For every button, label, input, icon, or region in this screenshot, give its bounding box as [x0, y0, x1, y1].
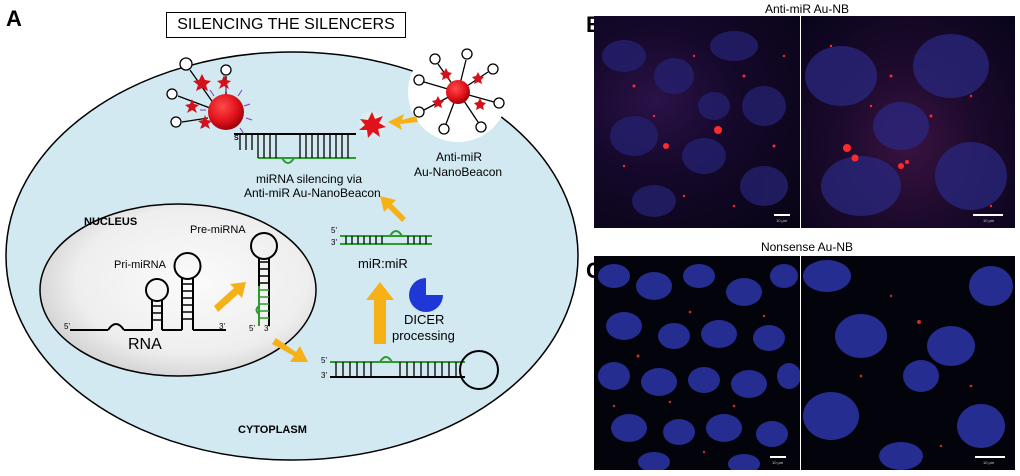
panel-b-title: Anti-miR Au-NB [764, 2, 850, 16]
duplex-five-prime: 5' [321, 356, 327, 365]
rna-strand [70, 252, 226, 331]
rna-three-prime: 3' [219, 322, 225, 331]
nucleus-label: NUCLEUS [84, 216, 138, 228]
dicer-label-line2: processing [392, 328, 455, 343]
scalebar-c-left-text: 10 µm [772, 460, 784, 465]
micrograph-b-right-cells [805, 34, 1007, 216]
dicer-icon [409, 278, 443, 312]
pre-mirna-hairpin [250, 232, 278, 326]
panel-a-title: SILENCING THE SILENCERS [177, 16, 395, 33]
mir-mir-duplex [340, 230, 432, 245]
rna-five-prime: 5' [64, 322, 70, 331]
pre-mirna-duplex [330, 350, 499, 390]
micrograph-c-right-cells [803, 260, 1013, 470]
process-arrows [214, 114, 418, 362]
silencing-duplex [234, 133, 356, 164]
micrograph-b-left-cells [602, 31, 788, 217]
scalebar-b-left-text: 10 µm [776, 218, 788, 223]
silencing-label-line1: miRNA silencing via [256, 172, 363, 186]
pri-mirna-label: Pri-miRNA [114, 259, 166, 271]
pre-mirna-five-prime: 5' [249, 324, 255, 333]
cytoplasm-label: CYTOPLASM [238, 424, 307, 436]
scalebar-b-right [973, 214, 1003, 216]
nanobeacon-label-line2: Au-NanoBeacon [414, 165, 503, 179]
scalebar-c-right-text: 10 µm [983, 460, 995, 465]
dicer-label-line1: DICER [404, 312, 445, 327]
duplex-three-prime: 3' [321, 371, 327, 380]
mirmir-five-prime: 5' [331, 226, 337, 235]
nanobeacon-free [413, 48, 505, 135]
nanobeacon-attached: S [166, 57, 253, 142]
micrograph-c-left-cells [598, 264, 800, 470]
scalebar-b-left [774, 214, 790, 216]
scalebar-c-left [770, 456, 786, 458]
scalebar-b-right-text: 10 µm [983, 218, 995, 223]
pre-mirna-three-prime: 3' [264, 324, 270, 333]
micrograph-c-right: 10 µm [801, 256, 1015, 470]
mirmir-label: miR:miR [358, 256, 408, 271]
micrograph-b-left: 10 µm [594, 16, 800, 228]
nucleus [39, 203, 317, 377]
micrograph-b-right: 10 µm [801, 16, 1015, 228]
scalebar-c-right [975, 456, 1005, 458]
pre-mirna-label: Pre-miRNA [190, 224, 246, 236]
panel-a-diagram: S [5, 48, 579, 461]
nanobeacon-label-line1: Anti-miR [436, 150, 483, 164]
silencing-label-line2: Anti-miR Au-NanoBeacon [244, 186, 381, 200]
panel-a-title-box: SILENCING THE SILENCERS [166, 12, 406, 38]
micrograph-c-left: 10 µm [594, 256, 800, 470]
rna-label: RNA [128, 336, 162, 353]
panel-c-title: Nonsense Au-NB [760, 240, 854, 254]
svg-text:S: S [234, 135, 239, 142]
mirmir-three-prime: 3' [331, 238, 337, 247]
panel-a-letter: A [6, 6, 22, 31]
fluorophore-burst [358, 110, 386, 138]
